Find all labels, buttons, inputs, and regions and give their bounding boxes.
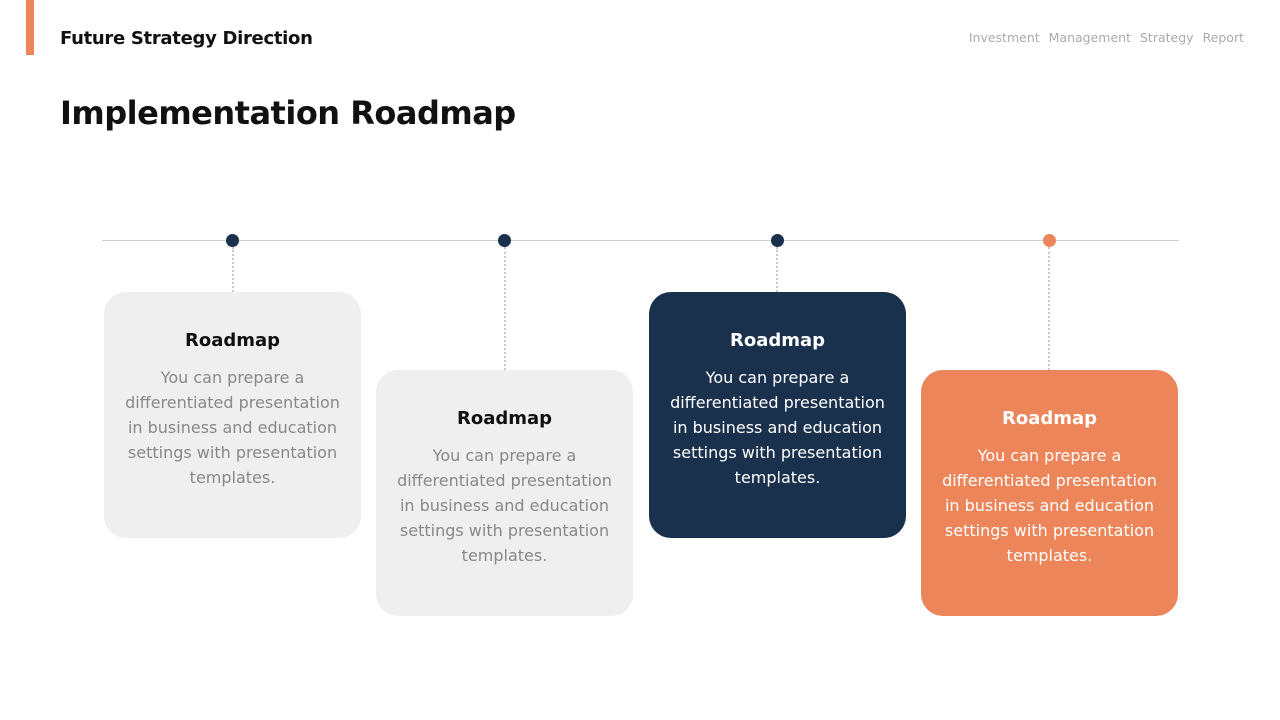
timeline-dot	[1043, 234, 1056, 247]
card-text: You can prepare a differentiated present…	[397, 446, 612, 565]
timeline-dot	[498, 234, 511, 247]
timeline-dot	[771, 234, 784, 247]
timeline-connector	[504, 247, 506, 370]
timeline-connector	[232, 247, 234, 292]
timeline-line	[102, 240, 1179, 241]
roadmap-card-1: Roadmap You can prepare a differentiated…	[104, 292, 361, 538]
roadmap-card-2: Roadmap You can prepare a differentiated…	[376, 370, 633, 616]
roadmap-card-3: Roadmap You can prepare a differentiated…	[649, 292, 906, 538]
card-text: You can prepare a differentiated present…	[942, 446, 1157, 565]
timeline-connector	[776, 247, 778, 292]
accent-bar	[26, 0, 34, 55]
timeline-connector	[1048, 247, 1050, 370]
roadmap-card-4: Roadmap You can prepare a differentiated…	[921, 370, 1178, 616]
nav-report[interactable]: Report	[1202, 30, 1244, 45]
card-title: Roadmap	[1001, 408, 1098, 429]
card-text: You can prepare a differentiated present…	[125, 368, 340, 487]
top-nav: Investment Management Strategy Report	[969, 30, 1244, 45]
card-title: Roadmap	[184, 330, 281, 351]
card-text: You can prepare a differentiated present…	[670, 368, 885, 487]
section-subtitle: Future Strategy Direction	[60, 28, 313, 49]
card-title: Roadmap	[456, 408, 553, 429]
nav-strategy[interactable]: Strategy	[1140, 30, 1194, 45]
timeline-dot	[226, 234, 239, 247]
nav-investment[interactable]: Investment	[968, 30, 1040, 45]
nav-management[interactable]: Management	[1048, 30, 1131, 45]
page-title: Implementation Roadmap	[60, 94, 516, 132]
card-title: Roadmap	[729, 330, 826, 351]
